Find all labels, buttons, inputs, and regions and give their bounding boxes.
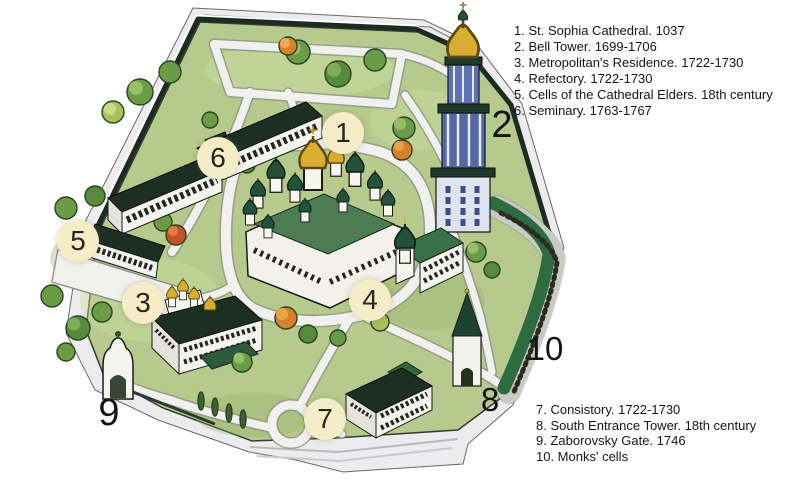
- marker-label: 9: [98, 392, 120, 434]
- zaborovsky-gate-building: [102, 331, 216, 426]
- legend-item-6: 6. Seminary. 1763-1767: [514, 103, 652, 118]
- marker-label: 4: [362, 284, 378, 315]
- map-marker-10: 10: [513, 330, 577, 368]
- marker-label: 5: [70, 225, 86, 256]
- legend-item-7: 7. Consistory. 1722-1730: [536, 402, 681, 417]
- map-marker-2: 2: [470, 104, 534, 147]
- perimeter-wall: [91, 14, 556, 247]
- south-entrance-tower-building: [451, 288, 483, 387]
- legend-item-5: 5. Cells of the Cathedral Elders. 18th c…: [514, 87, 773, 102]
- consistory-building: [344, 361, 434, 439]
- legend-item-1: 1. St. Sophia Cathedral. 1037: [514, 23, 685, 38]
- legend-bottom: 7. Consistory. 1722-1730 8. South Entran…: [536, 402, 796, 464]
- map-marker-1: 1: [322, 112, 364, 154]
- marker-label: 7: [317, 403, 333, 434]
- legend-item-9: 9. Zaborovsky Gate. 1746: [536, 433, 686, 448]
- marker-label: 8: [480, 381, 500, 418]
- legend-item-2: 2. Bell Tower. 1699-1706: [514, 39, 657, 54]
- map-marker-9: 9: [77, 392, 141, 435]
- map-marker-3: 3: [122, 282, 164, 324]
- marker-label: 2: [491, 104, 513, 146]
- map-marker-4: 4: [349, 279, 391, 321]
- map-marker-7: 7: [304, 398, 346, 440]
- map-marker-5: 5: [57, 220, 99, 262]
- map-marker-8: 8: [458, 381, 522, 419]
- marker-label: 10: [526, 330, 564, 367]
- monks-cells-building: [485, 195, 567, 404]
- legend-item-3: 3. Metropolitan's Residence. 1722-1730: [514, 55, 744, 70]
- legend-item-10: 10. Monks' cells: [536, 448, 629, 464]
- legend-top: 1. St. Sophia Cathedral. 1037 2. Bell To…: [514, 23, 800, 119]
- metropolitans-residence-building: [151, 277, 264, 376]
- marker-label: 3: [135, 287, 151, 318]
- map-marker-6: 6: [197, 137, 239, 179]
- marker-label: 1: [335, 117, 351, 148]
- legend-item-4: 4. Refectory. 1722-1730: [514, 71, 653, 86]
- marker-label: 6: [210, 142, 226, 173]
- legend-item-8: 8. South Entrance Tower. 18th century: [536, 417, 757, 433]
- bell-tower-building: [430, 2, 496, 233]
- refectory-building: [393, 218, 465, 294]
